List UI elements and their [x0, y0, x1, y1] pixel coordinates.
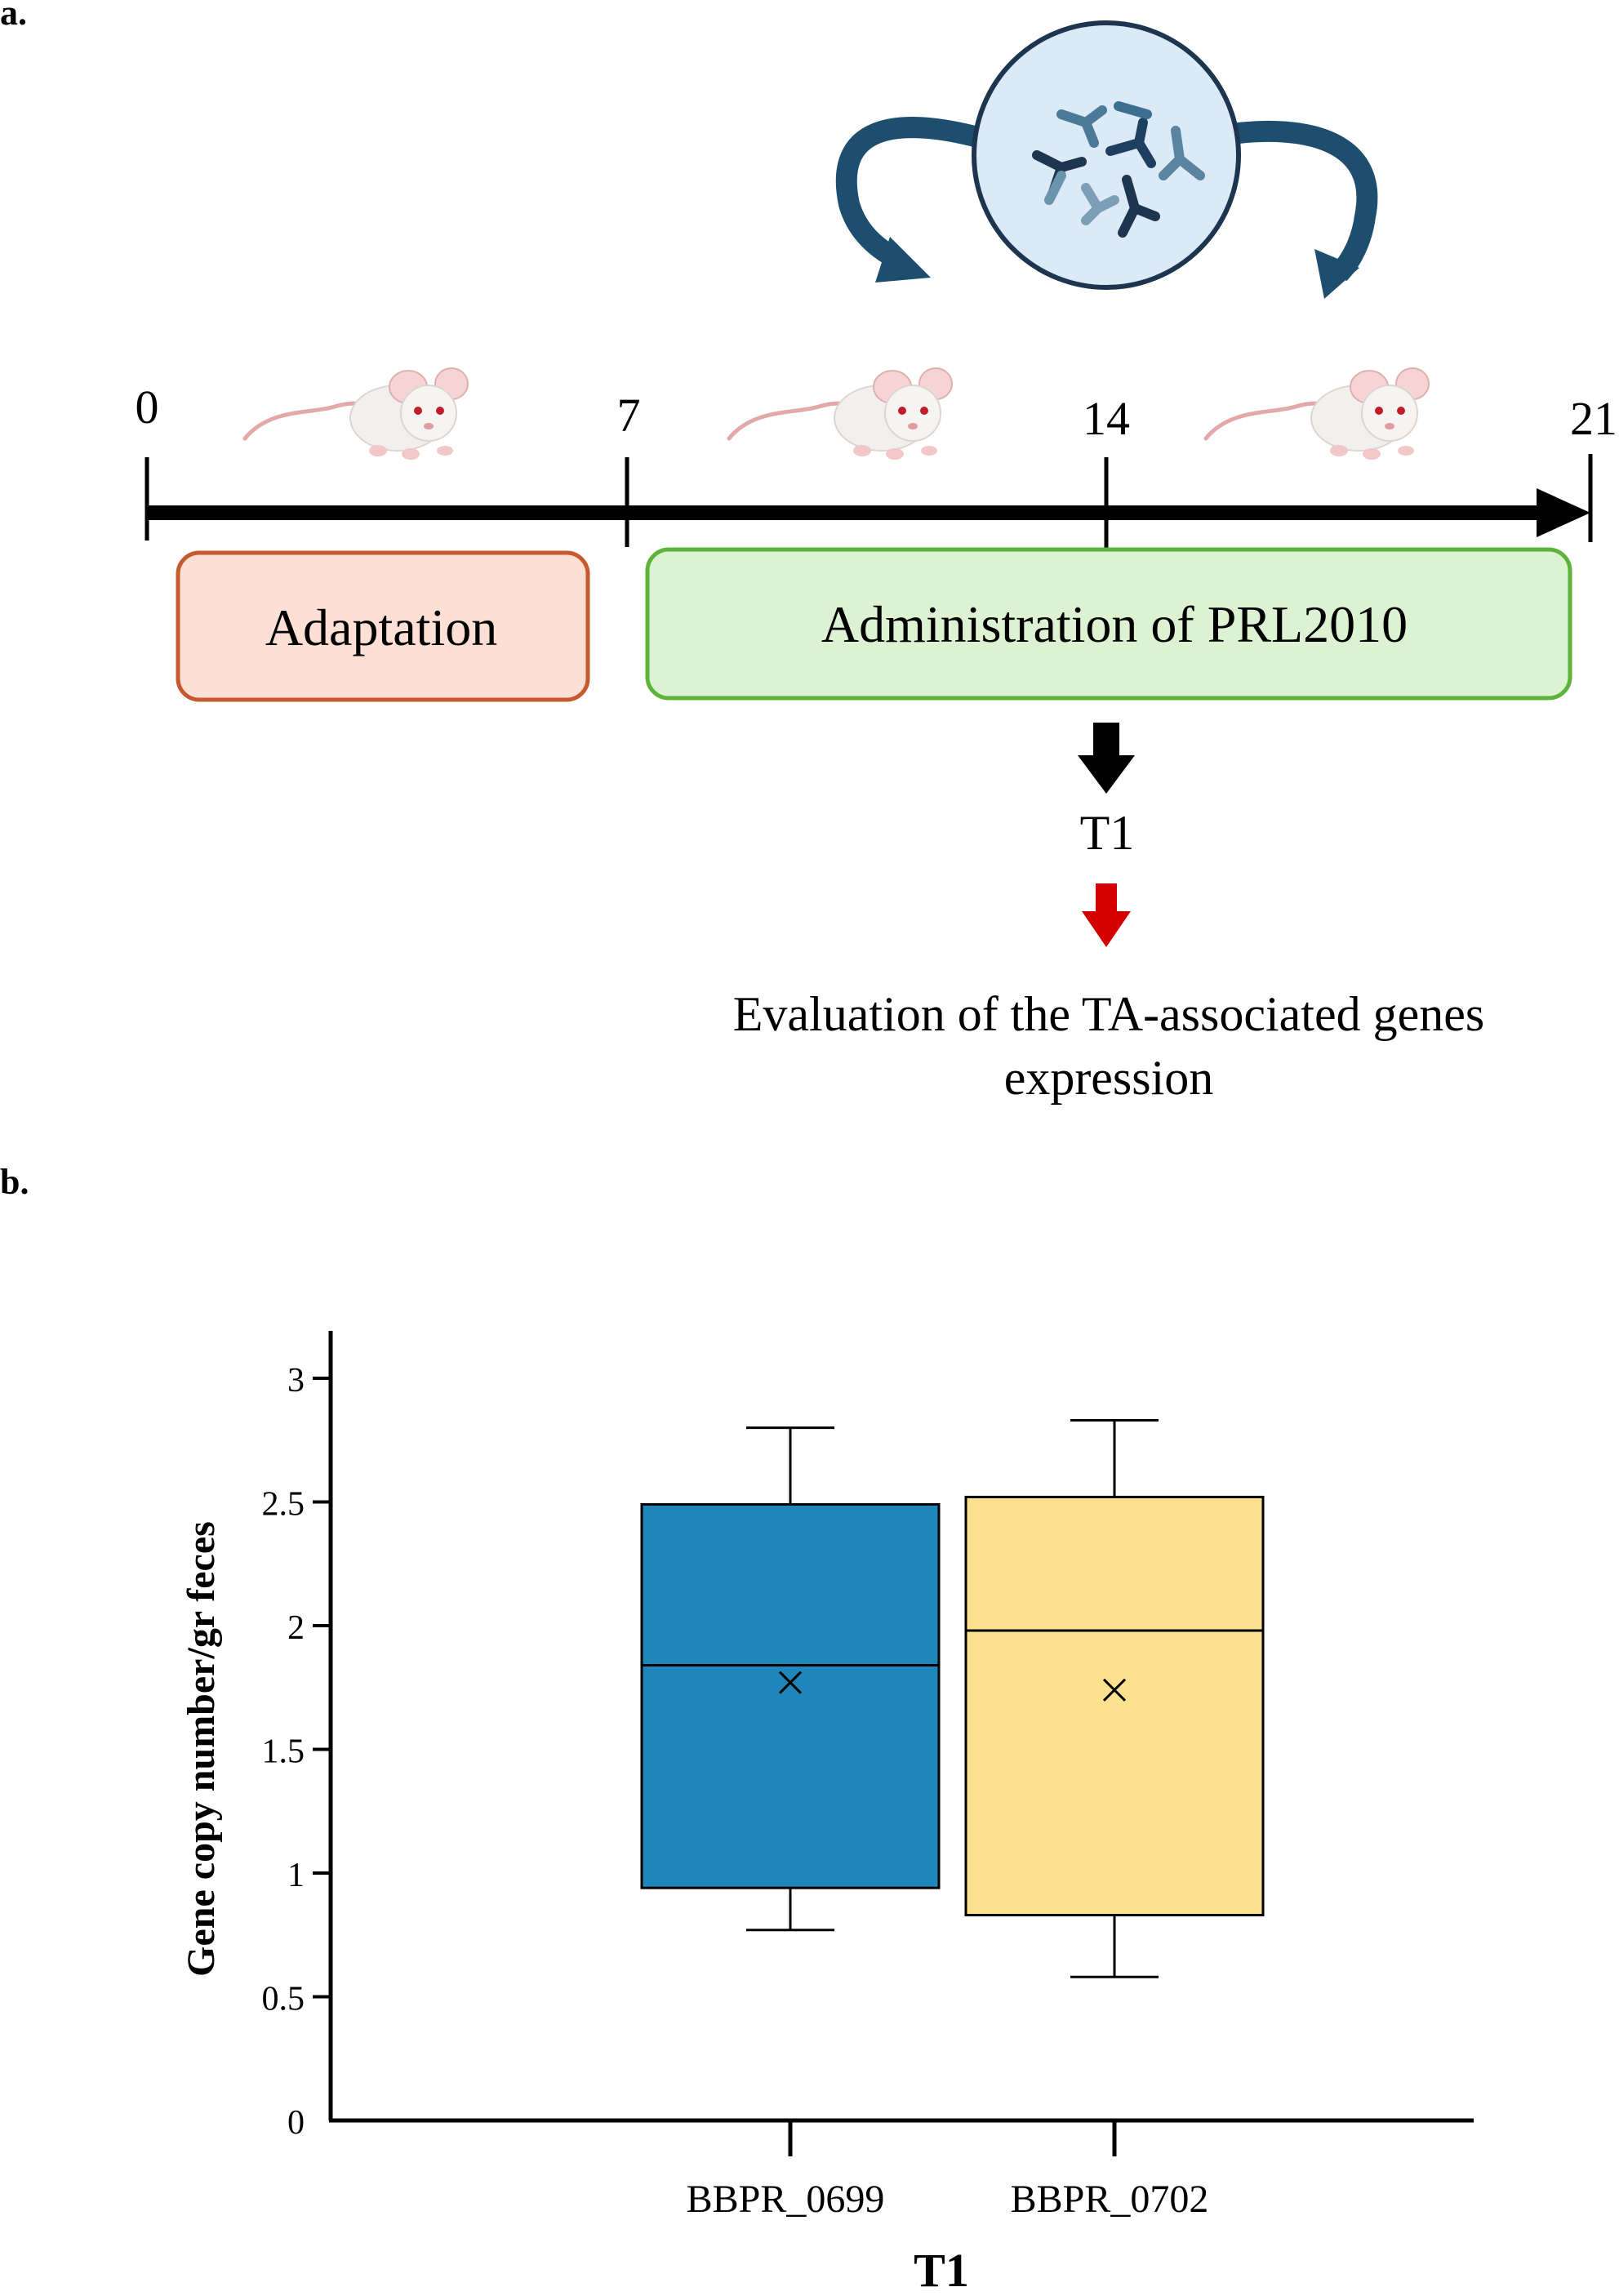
- y-tick-label: 1.5: [262, 1733, 305, 1771]
- timeline-tick-label: 0: [136, 380, 159, 434]
- down-arrow-icon: [1078, 723, 1135, 794]
- mouse-icon: [1206, 368, 1429, 460]
- box-BBPR_0699: [640, 1503, 941, 1889]
- mouse-icon: [245, 368, 468, 460]
- y-tick-label: 3: [287, 1362, 305, 1399]
- mean-marker: [778, 1671, 803, 1694]
- timeline-tick-label: 21: [1570, 392, 1617, 445]
- y-tick-label: 0: [287, 2104, 305, 2142]
- y-tick-label: 1: [287, 1857, 305, 1894]
- outcome-text: Evaluation of the TA-associated genes: [733, 987, 1484, 1041]
- bacteria-icon: [972, 20, 1241, 290]
- mean-marker: [1102, 1678, 1127, 1702]
- y-tick-label: 0.5: [262, 1981, 305, 2018]
- y-tick-label: 2: [287, 1609, 305, 1647]
- timeline: 0 7 14 21: [136, 380, 1617, 555]
- down-arrow-icon: [1082, 883, 1131, 947]
- box-BBPR_0702: [964, 1495, 1265, 1917]
- y-axis-label: Gene copy number/gr feces: [180, 1521, 223, 1977]
- adaptation-label: Adaptation: [265, 598, 497, 656]
- curved-arrow-icon: [835, 117, 987, 283]
- administration-label: Administration of PRL2010: [821, 595, 1408, 653]
- panel-a-label: a.: [0, 0, 27, 33]
- timeline-tick-label: 7: [617, 389, 641, 442]
- outcome-text: expression: [1004, 1051, 1214, 1105]
- timepoint-label: T1: [1080, 806, 1135, 860]
- adaptation-box: [176, 550, 590, 702]
- x-tick-label: BBPR_0702: [1011, 2178, 1209, 2221]
- administration-box: [645, 547, 1572, 701]
- y-tick-label: 2.5: [262, 1486, 305, 1524]
- curved-arrow-icon: [1223, 120, 1378, 299]
- x-tick-label: BBPR_0699: [687, 2178, 885, 2221]
- timeline-tick-label: 14: [1083, 392, 1130, 445]
- mouse-icon: [729, 368, 952, 460]
- x-axis-label: T1: [914, 2244, 969, 2296]
- panel-b-label: b.: [0, 1162, 29, 1202]
